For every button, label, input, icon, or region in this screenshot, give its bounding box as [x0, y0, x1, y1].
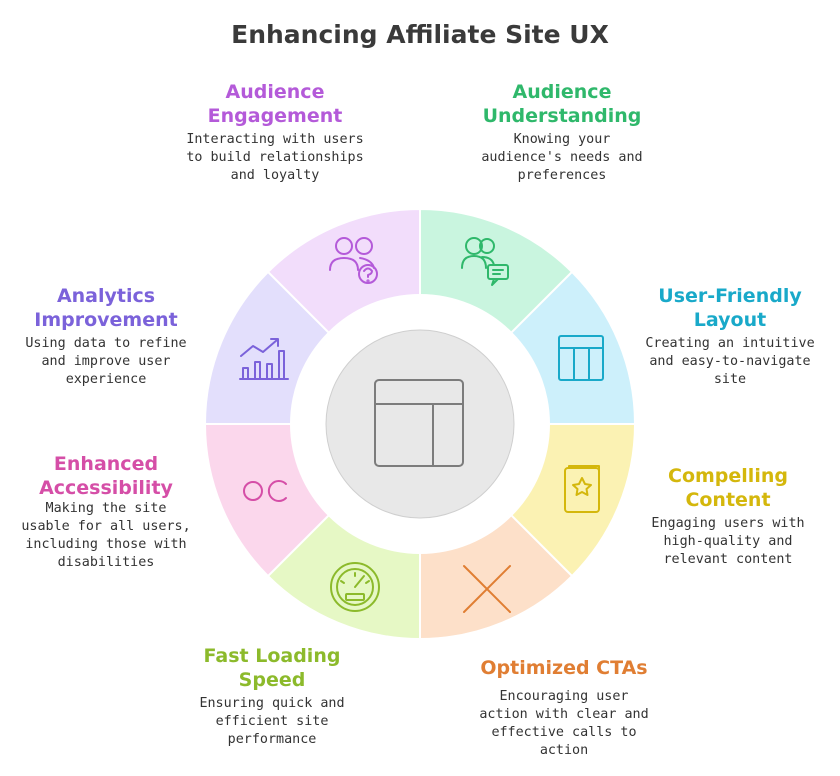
desc-line: site	[713, 372, 747, 387]
title-line: User-Friendly	[658, 285, 802, 307]
desc-compelling-content: Engaging users with high-quality and rel…	[628, 515, 828, 569]
center-hub	[290, 294, 550, 554]
desc-user-friendly-layout: Creating an intuitive and easy-to-naviga…	[630, 335, 830, 389]
desc-line: disabilities	[57, 555, 155, 570]
title-line: Speed	[238, 669, 306, 691]
title-line: Compelling	[668, 465, 788, 487]
desc-line: relevant content	[663, 552, 793, 567]
desc-line: Ensuring quick and	[199, 696, 345, 711]
desc-line: preferences	[517, 168, 607, 183]
desc-line: experience	[65, 372, 147, 387]
desc-optimized-ctas: Encouraging user action with clear and e…	[454, 688, 674, 760]
wheel-icons	[239, 237, 604, 613]
desc-line: including those with	[25, 537, 187, 552]
desc-enhanced-accessibility: Making the site usable for all users, in…	[6, 500, 206, 572]
title-line: Audience	[225, 81, 325, 103]
title-user-friendly-layout: User-Friendly Layout	[630, 284, 830, 332]
desc-line: performance	[227, 732, 317, 747]
label-user-friendly-layout: User-Friendly Layout Creating an intuiti…	[630, 284, 830, 389]
desc-line: Encouraging user	[499, 689, 629, 704]
title-line: Engagement	[207, 105, 343, 127]
desc-line: audience's needs and	[481, 150, 643, 165]
desc-fast-loading-speed: Ensuring quick and efficient site perfor…	[172, 695, 372, 749]
desc-line: Making the site	[45, 501, 167, 516]
title-enhanced-accessibility: Enhanced Accessibility	[6, 452, 206, 500]
table-layout-icon	[558, 335, 604, 381]
title-line: Enhanced	[53, 453, 159, 475]
desc-line: action with clear and	[479, 707, 649, 722]
users-chat-icon	[461, 237, 509, 286]
desc-line: efficient site	[215, 714, 329, 729]
desc-line: Creating an intuitive	[645, 336, 815, 351]
desc-line: Engaging users with	[651, 516, 805, 531]
layout-icon	[374, 379, 464, 467]
desc-line: and improve user	[41, 354, 171, 369]
title-line: Fast Loading	[203, 645, 341, 667]
label-enhanced-accessibility: Enhanced Accessibility Making the site u…	[6, 452, 206, 572]
title-line: Analytics	[56, 285, 156, 307]
label-audience-understanding: Audience Understanding Knowing your audi…	[462, 80, 662, 185]
desc-analytics-improvement: Using data to refine and improve user ex…	[6, 335, 206, 389]
label-analytics-improvement: Analytics Improvement Using data to refi…	[6, 284, 206, 389]
speedometer-icon	[330, 562, 380, 612]
label-fast-loading-speed: Fast Loading Speed Ensuring quick and ef…	[172, 644, 372, 749]
title-compelling-content: Compelling Content	[628, 464, 828, 512]
title-line: Content	[685, 489, 771, 511]
cross-icon	[463, 565, 511, 613]
title-audience-engagement: Audience Engagement	[175, 80, 375, 128]
title-line: Improvement	[34, 309, 178, 331]
desc-audience-engagement: Interacting with users to build relation…	[175, 131, 375, 185]
label-optimized-ctas: Optimized CTAs Encouraging user action w…	[454, 656, 674, 760]
growth-chart-icon	[239, 338, 289, 380]
desc-audience-understanding: Knowing your audience's needs and prefer…	[462, 131, 662, 185]
label-audience-engagement: Audience Engagement Interacting with use…	[175, 80, 375, 185]
desc-line: Knowing your	[513, 132, 611, 147]
desc-line: and loyalty	[230, 168, 320, 183]
desc-line: high-quality and	[663, 534, 793, 549]
desc-line: to build relationships	[186, 150, 364, 165]
desc-line: Using data to refine	[25, 336, 187, 351]
title-line: Accessibility	[39, 477, 173, 499]
closed-captions-icon	[243, 480, 287, 502]
desc-line: effective calls to	[491, 725, 637, 740]
desc-line: usable for all users,	[21, 519, 191, 534]
desc-line: Interacting with users	[186, 132, 364, 147]
title-audience-understanding: Audience Understanding	[462, 80, 662, 128]
title-line: Optimized CTAs	[480, 657, 648, 679]
title-line: Layout	[693, 309, 767, 331]
title-analytics-improvement: Analytics Improvement	[6, 284, 206, 332]
diagram-title: Enhancing Affiliate Site UX	[231, 20, 609, 49]
desc-line: and easy-to-navigate	[649, 354, 811, 369]
title-fast-loading-speed: Fast Loading Speed	[172, 644, 372, 692]
title-line: Audience	[512, 81, 612, 103]
title-line: Understanding	[482, 105, 642, 127]
users-question-icon	[329, 237, 378, 284]
title-optimized-ctas: Optimized CTAs	[454, 656, 674, 680]
star-book-icon	[564, 465, 600, 513]
label-compelling-content: Compelling Content Engaging users with h…	[628, 464, 828, 569]
desc-line: action	[539, 743, 589, 758]
